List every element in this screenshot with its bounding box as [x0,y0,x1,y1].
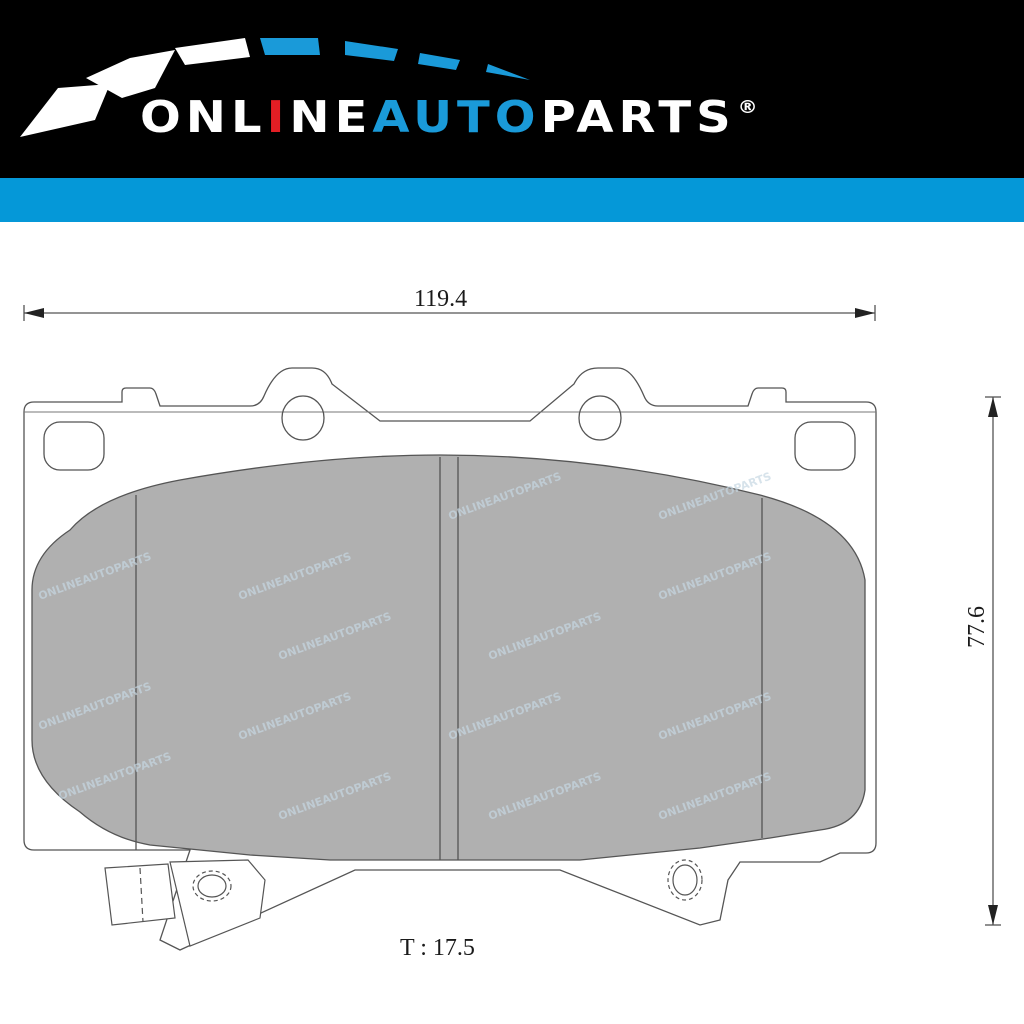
speedometer-arc-icon [20,38,530,137]
header-banner [0,0,1024,178]
logo-text-ne: NE [289,92,373,143]
height-dimension-label: 77.6 [964,606,990,648]
mounting-hole-right [794,421,856,471]
registered-mark: ® [737,96,763,118]
friction-material [31,454,866,861]
clip-hole-right [667,859,703,901]
header-stripe [0,178,1024,222]
logo-text-auto: AUTO [372,92,541,143]
logo-text-onl: ONL [140,92,267,143]
brand-logo: ONLINEAUTOPARTS® [140,96,763,139]
logo-text-parts: PARTS [540,92,736,143]
pin-hole-left [281,395,325,441]
pin-hole-right [578,395,622,441]
wear-sensor-clip [104,859,266,947]
thickness-label: T : 17.5 [400,935,475,961]
logo-needle-i: I [266,92,290,143]
width-dimension-label: 119.4 [414,286,468,312]
mounting-hole-left [43,421,105,471]
